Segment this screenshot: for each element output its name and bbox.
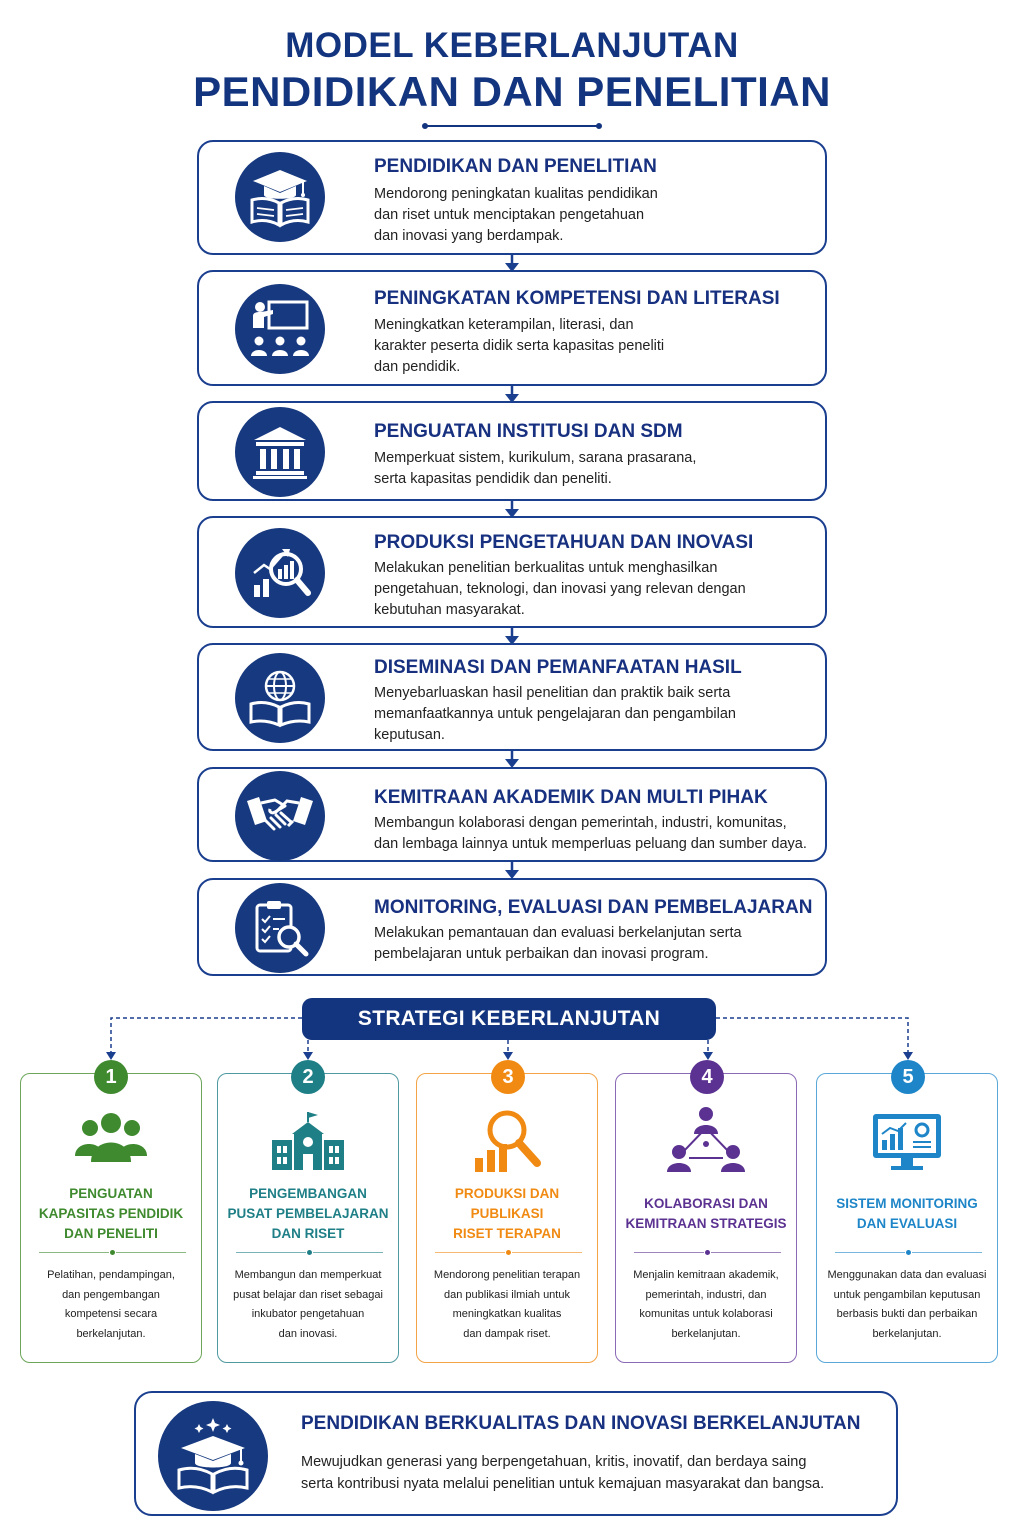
strategy-card: SISTEM MONITORING DAN EVALUASI Menggunak… (816, 1073, 998, 1363)
outcome-card: PENDIDIKAN BERKUALITAS DAN INOVASI BERKE… (134, 1391, 898, 1516)
strategy-description: Mendorong penelitian terapan dan publika… (433, 1269, 581, 1340)
step-title: PENINGKATAN KOMPETENSI DAN LITERASI (374, 288, 780, 309)
step-number-badge: 5 (891, 1060, 925, 1094)
chart-magnifier-icon (417, 1106, 597, 1176)
outcome-description: Mewujudkan generasi yang berpengetahuan,… (301, 1454, 825, 1492)
step-title: PENGUATAN INSTITUSI DAN SDM (374, 421, 683, 442)
step-card: PENGUATAN INSTITUSI DAN SDM Memperkuat s… (197, 401, 827, 501)
arrow-down-icon (505, 501, 519, 518)
network-people-icon (616, 1106, 796, 1176)
step-number-badge: 3 (491, 1060, 525, 1094)
step-number-badge: 1 (94, 1060, 128, 1094)
strategy-title: PENGEMBANGAN PUSAT PEMBELAJARAN DAN RISE… (227, 1186, 389, 1241)
step-number-badge: 4 (690, 1060, 724, 1094)
monitor-dashboard-icon (817, 1106, 997, 1176)
step-card: KEMITRAAN AKADEMIK DAN MULTI PIHAK Memba… (197, 767, 827, 862)
school-building-icon (218, 1106, 398, 1176)
step-description: Melakukan pemantauan dan evaluasi berkel… (374, 925, 742, 962)
separator (39, 1250, 186, 1255)
separator (236, 1250, 383, 1255)
step-description: Membangun kolaborasi dengan pemerintah, … (374, 815, 807, 852)
step-card: PENINGKATAN KOMPETENSI DAN LITERASI Meni… (197, 270, 827, 386)
step-description: Menyebarluaskan hasil penelitian dan pra… (374, 685, 736, 743)
step-title: PENDIDIKAN DAN PENELITIAN (374, 156, 657, 177)
step-description: Melakukan penelitian berkualitas untuk m… (374, 560, 746, 618)
step-number-badge: 2 (291, 1060, 325, 1094)
arrow-down-icon (505, 386, 519, 403)
institution-building-icon (235, 407, 325, 497)
page-title-line2: PENDIDIKAN DAN PENELITIAN (193, 68, 831, 115)
strategy-description: Menjalin kemitraan akademik, pemerintah,… (633, 1269, 779, 1340)
separator (634, 1250, 781, 1255)
strategy-card: PRODUKSI DAN PUBLIKASI RISET TERAPAN Men… (416, 1073, 598, 1363)
strategy-description: Membangun dan memperkuat pusat belajar d… (233, 1269, 383, 1340)
step-card: MONITORING, EVALUASI DAN PEMBELAJARAN Me… (197, 878, 827, 976)
strategy-connector (106, 1017, 913, 1060)
handshake-icon (235, 771, 325, 861)
strategy-title: PRODUKSI DAN PUBLIKASI RISET TERAPAN (453, 1186, 561, 1241)
research-chart-magnifier-icon (235, 528, 325, 618)
strategy-description: Menggunakan data dan evaluasi untuk peng… (827, 1269, 987, 1340)
strategy-description: Pelatihan, pendampingan, dan pengembanga… (47, 1269, 175, 1340)
step-title: KEMITRAAN AKADEMIK DAN MULTI PIHAK (374, 787, 768, 808)
graduation-book-icon (235, 152, 325, 242)
clipboard-magnifier-icon (235, 883, 325, 973)
step-description: Mendorong peningkatan kualitas pendidika… (374, 186, 658, 244)
strategy-banner: STRATEGI KEBERLANJUTAN (302, 998, 716, 1040)
step-card: PRODUKSI PENGETAHUAN DAN INOVASI Melakuk… (197, 516, 827, 628)
strategy-title: KOLABORASI DAN KEMITRAAN STRATEGIS (625, 1196, 787, 1231)
arrow-down-icon (505, 255, 519, 272)
strategy-card: PENGEMBANGAN PUSAT PEMBELAJARAN DAN RISE… (217, 1073, 399, 1363)
title-divider (422, 123, 602, 129)
outcome-title: PENDIDIKAN BERKUALITAS DAN INOVASI BERKE… (301, 1413, 861, 1434)
separator (435, 1250, 582, 1255)
globe-book-icon (235, 653, 325, 743)
arrow-down-icon (505, 628, 519, 645)
step-title: DISEMINASI DAN PEMANFAATAN HASIL (374, 657, 742, 678)
strategy-card: KOLABORASI DAN KEMITRAAN STRATEGIS Menja… (615, 1073, 797, 1363)
graduation-book-stars-icon (158, 1401, 268, 1511)
step-description: Memperkuat sistem, kurikulum, sarana pra… (374, 450, 697, 487)
step-title: PRODUKSI PENGETAHUAN DAN INOVASI (374, 532, 754, 553)
arrow-down-icon (505, 862, 519, 879)
step-description: Meningkatkan keterampilan, literasi, dan… (374, 317, 665, 375)
page-title-line1: MODEL KEBERLANJUTAN (285, 26, 739, 65)
teacher-presentation-icon (235, 284, 325, 374)
step-title: MONITORING, EVALUASI DAN PEMBELAJARAN (374, 897, 813, 918)
step-card: DISEMINASI DAN PEMANFAATAN HASIL Menyeba… (197, 643, 827, 751)
strategy-title: PENGUATAN KAPASITAS PENDIDIK DAN PENELIT… (38, 1186, 184, 1241)
step-card: PENDIDIKAN DAN PENELITIAN Mendorong peni… (197, 140, 827, 255)
separator (835, 1250, 982, 1255)
strategy-title: SISTEM MONITORING DAN EVALUASI (836, 1196, 978, 1231)
strategy-card: PENGUATAN KAPASITAS PENDIDIK DAN PENELIT… (20, 1073, 202, 1363)
arrow-down-icon (505, 751, 519, 768)
people-group-icon (21, 1106, 201, 1176)
